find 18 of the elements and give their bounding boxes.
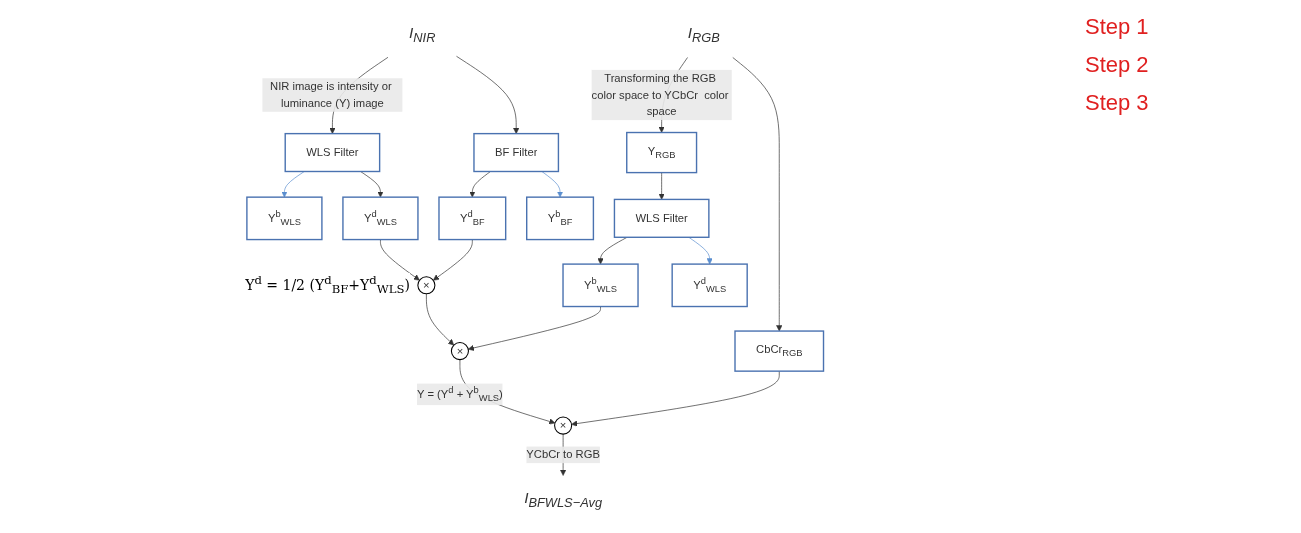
edge-label: YCbCr to RGB xyxy=(526,448,601,461)
edge-label: NIR image is intensity or luminance (Y) image xyxy=(270,80,392,110)
node-text: I$_{NIR}$ xyxy=(409,23,436,45)
node-circle: × xyxy=(417,276,436,295)
node-text: I$_{BFWLS−Avg}$ xyxy=(524,488,603,510)
node-box: WLS Filter xyxy=(614,198,710,238)
node-box: Y$_{RGB}$ xyxy=(626,131,698,174)
step-label: Step 1 xyxy=(1085,14,1150,40)
node-box: BF Filter xyxy=(473,132,560,173)
edge-label: Transforming the RGB color space to YCbCr color space xyxy=(591,71,729,118)
node-text: I$_{RGB}$ xyxy=(687,23,721,45)
node-box: WLS Filter xyxy=(284,132,381,173)
node-circle: × xyxy=(554,416,573,435)
step-label: Step 2 xyxy=(1085,52,1150,78)
edge-label: Y = (Y$^{d}$ + Y$^{b}$$_{WLS}$) xyxy=(417,384,504,403)
node-circle: × xyxy=(451,342,470,361)
step-label: Step 3 xyxy=(1085,90,1150,116)
node-box: CbCr$_{RGB}$ xyxy=(734,330,825,372)
